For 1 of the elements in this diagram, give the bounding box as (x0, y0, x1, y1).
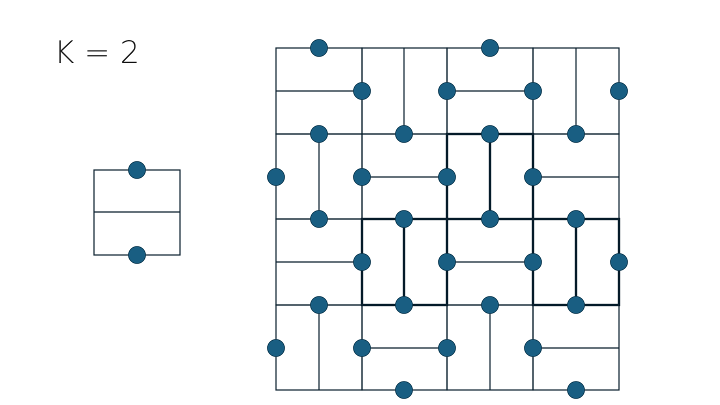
parameter-label: K = 2 (54, 38, 140, 69)
